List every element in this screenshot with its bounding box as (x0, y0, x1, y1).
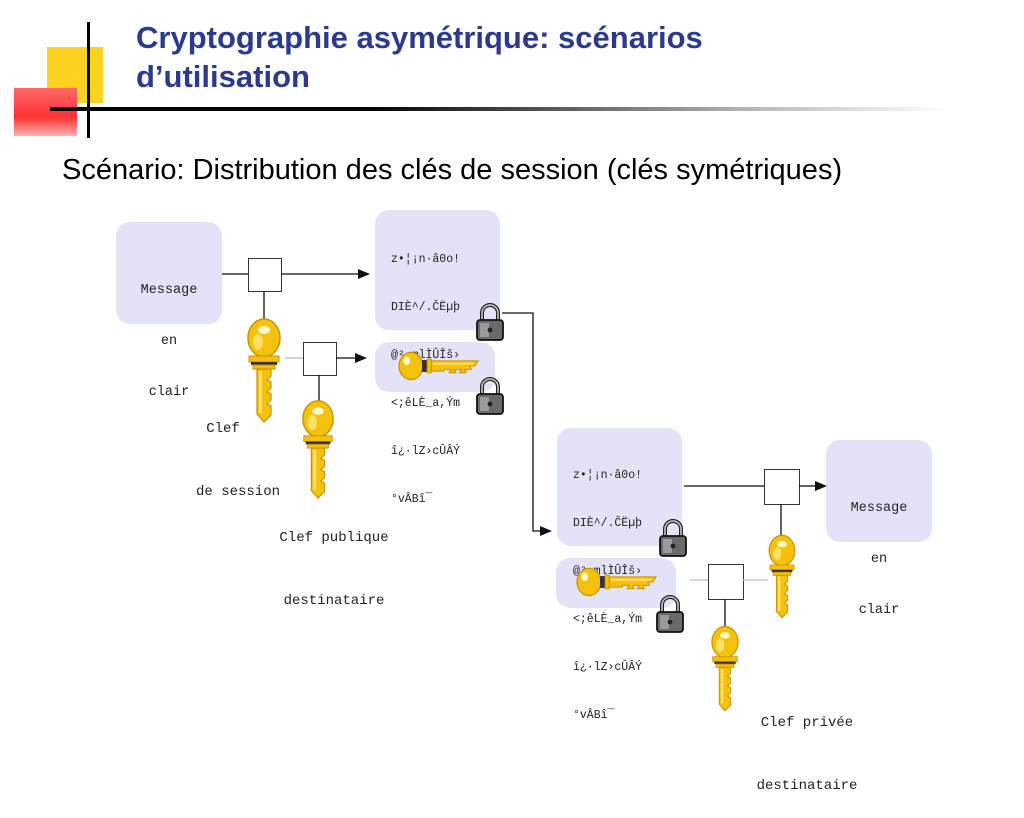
plaintext-box-sender (116, 222, 222, 324)
session-key-icon (768, 534, 796, 619)
session-key-icon (398, 351, 479, 381)
session-key-label-line: de session (195, 484, 280, 500)
plaintext-line: en (870, 552, 888, 567)
ciphertext-receiver: z•¦¡n·â0o! DIÈ^/.ČËµþ @² mlÌÛÎš› <;êLÈ_a… (573, 436, 642, 740)
ciphertext-line: °vÂBî¯ (573, 709, 615, 722)
slide-title-line-1: Cryptographie asymétrique: scénarios (136, 20, 703, 55)
session-key-label: Clef de session (168, 377, 308, 524)
plaintext-box-receiver (826, 440, 932, 542)
padlock-icon (475, 377, 505, 416)
decryption-node-message (764, 469, 800, 505)
ciphertext-line: <;êLÈ_a,Ým (391, 397, 461, 410)
arrow-icon (815, 481, 827, 491)
private-key-label-line: destinataire (756, 778, 858, 794)
plaintext-line: clair (148, 385, 190, 400)
arrow-icon (358, 269, 370, 279)
plaintext-line: Message (140, 283, 198, 298)
ciphertext-sender: z•¦¡n·â0o! DIÈ^/.ČËµþ @² mlÌÛÎš› <;êLÈ_a… (391, 220, 460, 524)
session-key-icon (247, 318, 281, 423)
padlock-icon (475, 303, 505, 342)
plaintext-label-receiver: Message en clair (828, 466, 930, 636)
ciphertext-box-sender (375, 210, 500, 330)
ciphertext-line: î¿·lZ›cÛÂÝ (391, 445, 461, 458)
arrow-heads (355, 269, 827, 536)
ciphertext-box-receiver (557, 428, 682, 546)
slide-title-line-2: d’utilisation (136, 59, 310, 94)
padlock-icon (658, 519, 688, 558)
ciphertext-line: °vÂBî¯ (391, 493, 433, 506)
encryption-node-session-key (303, 342, 337, 376)
decor-red-bar (14, 88, 77, 136)
ciphertext-line: <;êLÈ_a,Ým (573, 613, 643, 626)
ciphertext-line: z•¦¡n·â0o! (391, 253, 461, 266)
arrow-icon (355, 353, 367, 363)
plaintext-line: clair (858, 603, 900, 618)
ciphertext-line: DIÈ^/.ČËµþ (573, 517, 643, 530)
encryption-node-message (248, 258, 282, 292)
slide-subtitle: Scénario: Distribution des clés de sessi… (62, 154, 843, 186)
ciphertext-line: DIÈ^/.ČËµþ (391, 301, 461, 314)
public-key-icon (302, 400, 334, 500)
diagram-graphics (222, 269, 827, 712)
ciphertext-line: z•¦¡n·â0o! (573, 469, 643, 482)
arrow-icon (540, 526, 552, 536)
plaintext-label-sender: Message en clair (118, 248, 220, 418)
ciphertext-line: @² mlÌÛÎš› (573, 565, 643, 578)
public-key-label-line: destinataire (283, 593, 385, 609)
slide-title: Cryptographie asymétrique: scénarios d’u… (136, 18, 703, 96)
session-key-label-line: Clef (206, 421, 240, 437)
ciphertext-line: î¿·lZ›cÛÂÝ (573, 661, 643, 674)
connector-lines (222, 273, 815, 630)
private-key-icon (711, 625, 739, 712)
plaintext-line: en (160, 334, 178, 349)
decryption-node-session-key (708, 564, 744, 600)
decor-horizontal-rule (50, 107, 950, 111)
plaintext-line: Message (850, 501, 908, 516)
decor-vertical-rule (87, 22, 90, 138)
public-key-label: Clef publique destinataire (244, 486, 424, 633)
private-key-label-line: Clef privée (760, 715, 854, 731)
public-key-label-line: Clef publique (279, 530, 389, 546)
session-key-icon (576, 567, 657, 597)
padlock-icon (655, 595, 685, 634)
